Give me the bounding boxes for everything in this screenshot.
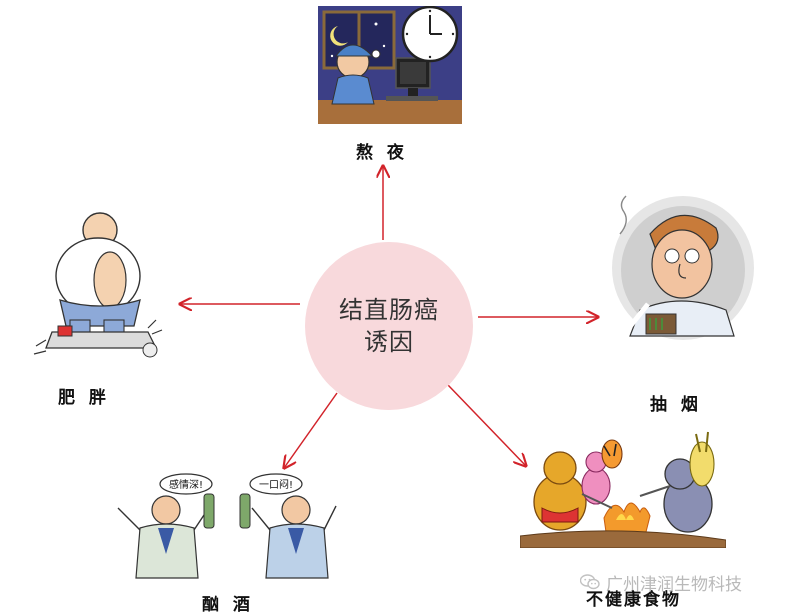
source-watermark: 广州津润生物科技 [580,570,742,595]
obesity-illustration [33,212,163,358]
drinking-bubble-right-text: 一口闷! [259,478,293,491]
arrow-to-drinking [284,392,338,468]
label-heavy-drinking: 酗 酒 [202,595,254,615]
heavy-drinking-illustration: 感情深! 一口闷! [117,473,337,579]
arrow-to-unhealthy-food [447,384,526,466]
unhealthy-food-illustration [520,431,726,548]
watermark-text: 广州津润生物科技 [606,574,742,595]
label-obesity: 肥 胖 [58,388,110,408]
drinking-bubble-left-text: 感情深! [169,478,203,491]
wechat-icon [580,574,600,590]
center-title-line1: 结直肠癌 [339,296,439,324]
label-unhealthy-food: 不健康食物 [586,590,681,610]
label-staying-up-late: 熬 夜 [356,143,408,163]
label-smoking: 抽 烟 [650,395,702,415]
staying-up-late-illustration [318,6,462,124]
center-topic-circle: 结直肠癌 诱因 [305,242,473,410]
center-title-line2: 诱因 [364,328,414,356]
smoking-illustration [612,195,754,340]
